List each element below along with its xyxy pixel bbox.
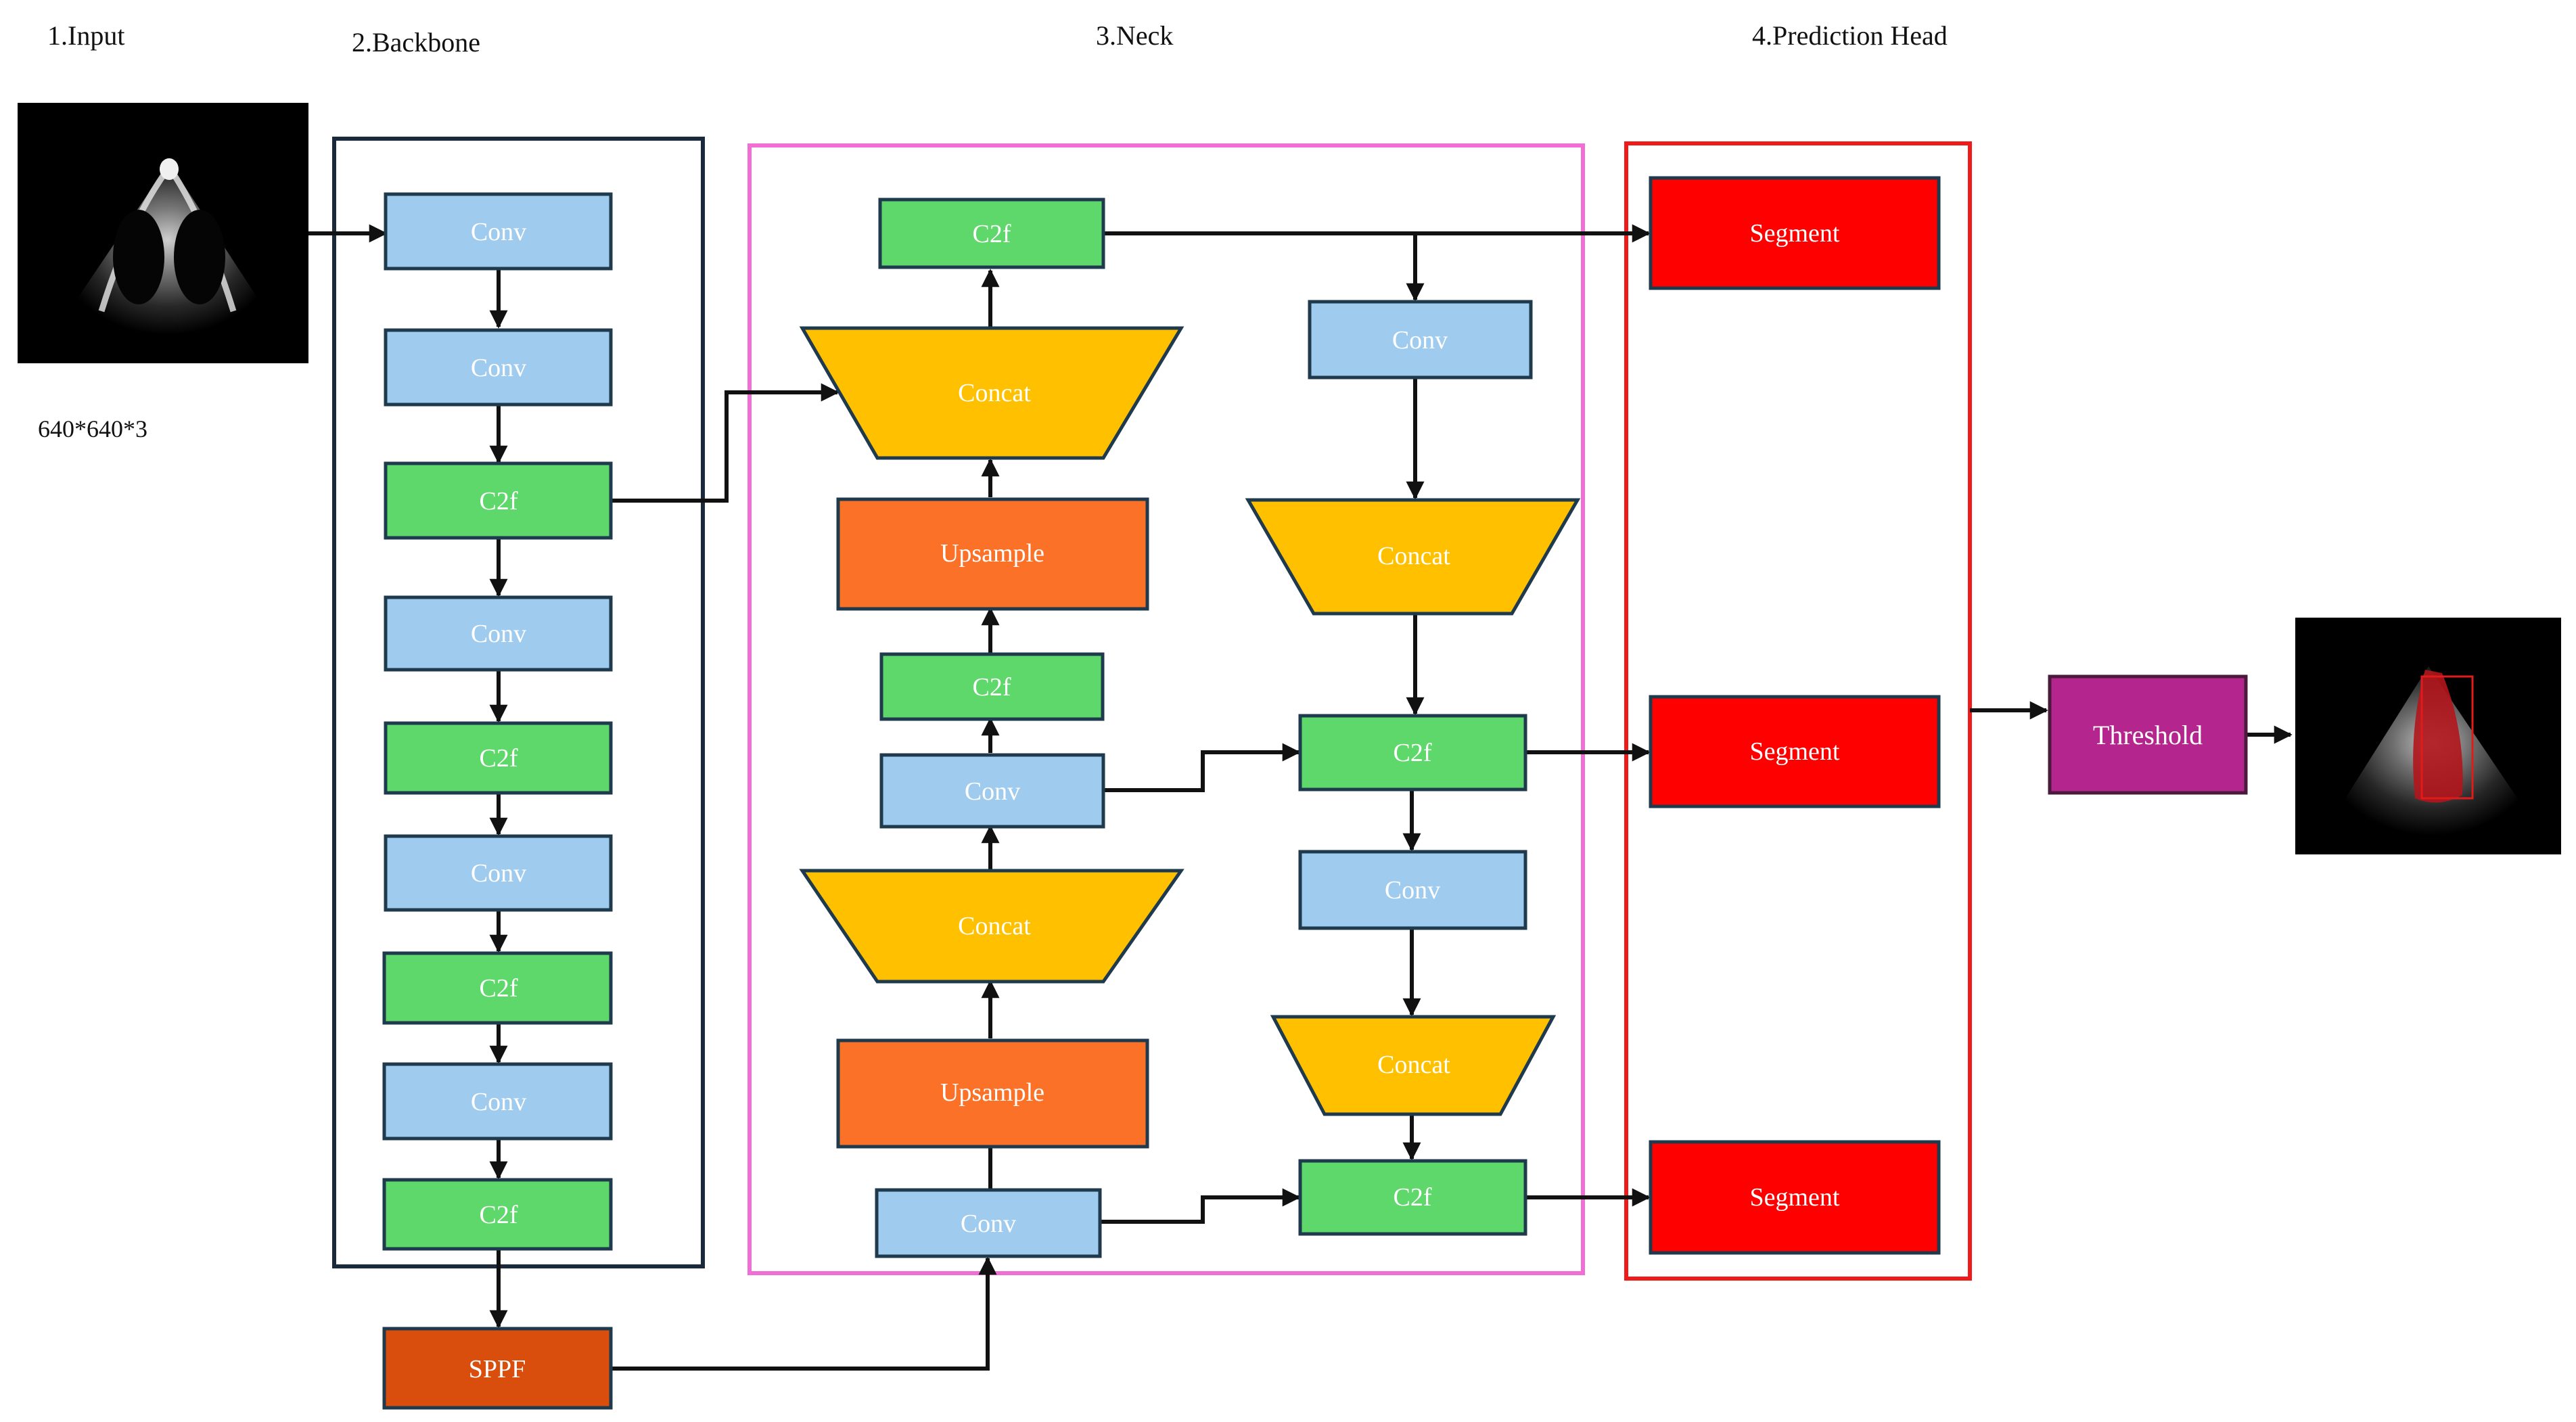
backbone-c2f-3: C2f [382,951,613,1025]
backbone-conv-4: Conv [384,834,613,912]
neck-concat-mid-label: Concat [958,912,1031,940]
edge-neck-conv-to-c2f-right [1103,743,1301,792]
sppf-block: SPPF [382,1327,613,1410]
neck-upsample-1-label: Upsample [940,539,1044,568]
neck-conv-right-2: Conv [1298,850,1527,930]
neck-c2f-top: C2f [878,198,1105,269]
connections [308,224,2293,1371]
neck-upsample-1: Upsample [836,497,1149,611]
backbone-c2f-1-label: C2f [480,487,518,515]
backbone-conv-1: Conv [384,192,613,271]
neck-c2f-right-2-label: C2f [1394,1183,1432,1212]
backbone-c2f-1: C2f [384,461,613,540]
neck-frame [748,143,1585,1275]
backbone-conv-5: Conv [382,1062,613,1141]
backbone-conv-5-label: Conv [471,1088,526,1116]
neck-concat-right-1-label: Concat [1377,542,1450,570]
section-title-backbone: 2.Backbone [352,27,480,58]
neck-c2f-mid: C2f [879,652,1105,721]
backbone-c2f-3-label: C2f [480,974,518,1003]
threshold-block: Threshold [2048,674,2248,795]
backbone-conv-4-label: Conv [471,859,526,888]
neck-concat-right-2-label: Concat [1377,1051,1450,1079]
threshold-label: Threshold [2093,720,2203,750]
output-segmentation-image [2295,618,2561,854]
backbone-conv-3: Conv [384,595,613,672]
neck-c2f-right-1: C2f [1298,714,1527,792]
neck-conv-right-2-label: Conv [1385,876,1440,904]
segment-2-label: Segment [1750,737,1840,766]
neck-c2f-top-label: C2f [973,220,1011,248]
neck-conv-mid: Conv [879,753,1105,829]
neck-concat-top-label: Concat [958,379,1031,407]
backbone-c2f-2: C2f [384,721,613,795]
neck-c2f-right-1-label: C2f [1394,739,1432,767]
backbone-c2f-4: C2f [382,1178,613,1251]
neck-c2f-right-2: C2f [1298,1159,1527,1236]
neck-conv-right-1-label: Conv [1392,326,1448,354]
neck-concat-right-2: Concat [1270,1015,1557,1116]
neck-conv-bottom-label: Conv [961,1210,1016,1238]
edge-backbone-c2f-to-concat [611,383,840,503]
backbone-conv-3-label: Conv [471,620,526,648]
section-title-input: 1.Input [47,20,124,51]
backbone-c2f-2-label: C2f [480,744,518,773]
segment-block-1: Segment [1649,176,1941,290]
backbone-conv-2: Conv [384,328,613,407]
backbone-frame [332,137,705,1268]
segment-3-label: Segment [1750,1183,1840,1212]
section-title-prediction-head: 4.Prediction Head [1752,20,1948,51]
section-title-neck: 3.Neck [1096,20,1173,51]
edge-sppf-to-conv [611,1256,997,1371]
neck-concat-right-1: Concat [1245,498,1581,616]
neck-conv-bottom: Conv [875,1188,1102,1258]
edge-neck-conv-bottom-to-c2f [1100,1188,1301,1224]
backbone-conv-2-label: Conv [471,354,526,382]
neck-conv-mid-label: Conv [965,777,1020,806]
input-ultrasound-image [18,103,308,363]
neck-conv-right-1: Conv [1308,300,1533,380]
sppf-label: SPPF [469,1355,526,1383]
segment-block-2: Segment [1649,695,1941,808]
neck-upsample-2-label: Upsample [940,1078,1044,1107]
segment-1-label: Segment [1750,219,1840,248]
neck-c2f-mid-label: C2f [973,673,1011,702]
neck-concat-top: Concat [799,326,1184,460]
backbone-conv-1-label: Conv [471,218,526,246]
neck-upsample-2: Upsample [836,1038,1149,1149]
segment-block-3: Segment [1649,1140,1941,1255]
neck-concat-mid: Concat [799,869,1184,984]
backbone-c2f-4-label: C2f [480,1201,518,1229]
input-size-label: 640*640*3 [38,415,147,442]
